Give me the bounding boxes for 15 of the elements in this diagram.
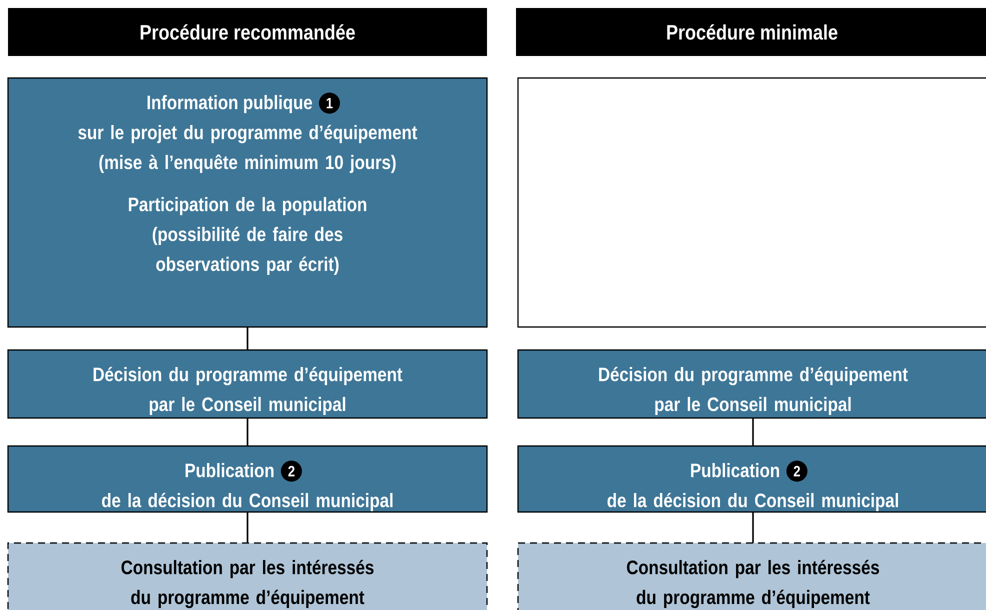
process-box: Consultation par les intéressés du programme d’équipement: [7, 542, 488, 610]
connector-line: [752, 418, 754, 446]
process-box: Consultation par les intéressés du programme d’équipement: [517, 542, 986, 610]
callout-number: 2: [786, 460, 808, 482]
connector-line: [246, 512, 248, 543]
connector-line: [752, 512, 754, 543]
connector-line: [246, 326, 248, 350]
empty-box: [517, 77, 986, 328]
callout-number: 2: [280, 460, 302, 482]
callout-number: 1: [318, 92, 340, 114]
process-box: Décision du programme d’équipement par le Conseil municipal: [7, 349, 488, 419]
connector-line: [246, 418, 248, 446]
header-bar: Procédure recommandée: [8, 8, 487, 56]
process-box: Décision du programme d’équipement par le Conseil municipal: [517, 349, 986, 419]
header-bar: Procédure minimale: [516, 8, 986, 56]
